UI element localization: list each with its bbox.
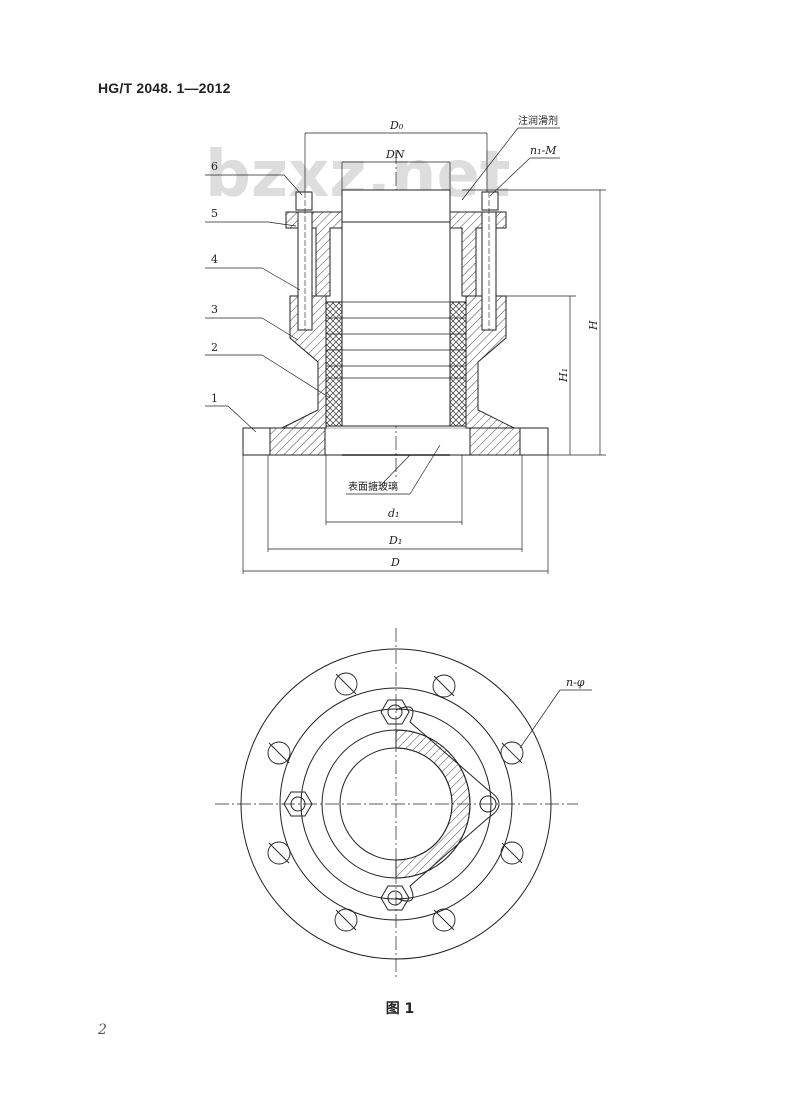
- dim-d: D: [390, 556, 400, 569]
- hole-spec-note: n-φ: [566, 676, 585, 689]
- section-view: [205, 127, 606, 574]
- plan-view: [215, 628, 592, 980]
- dim-h1: H₁: [557, 368, 570, 383]
- lubricant-note: 注润滑剂: [518, 114, 558, 127]
- page-number: 2: [98, 1022, 107, 1038]
- part-number-4: 4: [211, 253, 218, 266]
- part-number-3: 3: [211, 303, 218, 316]
- dim-dn: DN: [385, 148, 405, 161]
- part-number-6: 6: [211, 160, 218, 173]
- dim-d1-small: d₁: [388, 507, 399, 520]
- figure-caption: 图 1: [385, 1001, 415, 1017]
- standard-code: HG/T 2048. 1—2012: [98, 80, 231, 96]
- part-number-1: 1: [211, 392, 218, 405]
- glass-lining-note: 表面搪玻璃: [348, 480, 398, 493]
- bolt-spec-note: n₁-M: [530, 144, 557, 157]
- part-number-5: 5: [211, 207, 218, 220]
- dim-h: H: [587, 320, 600, 331]
- dim-d1: D₁: [388, 534, 402, 547]
- dim-d0: D₀: [389, 119, 404, 132]
- part-number-2: 2: [211, 341, 218, 354]
